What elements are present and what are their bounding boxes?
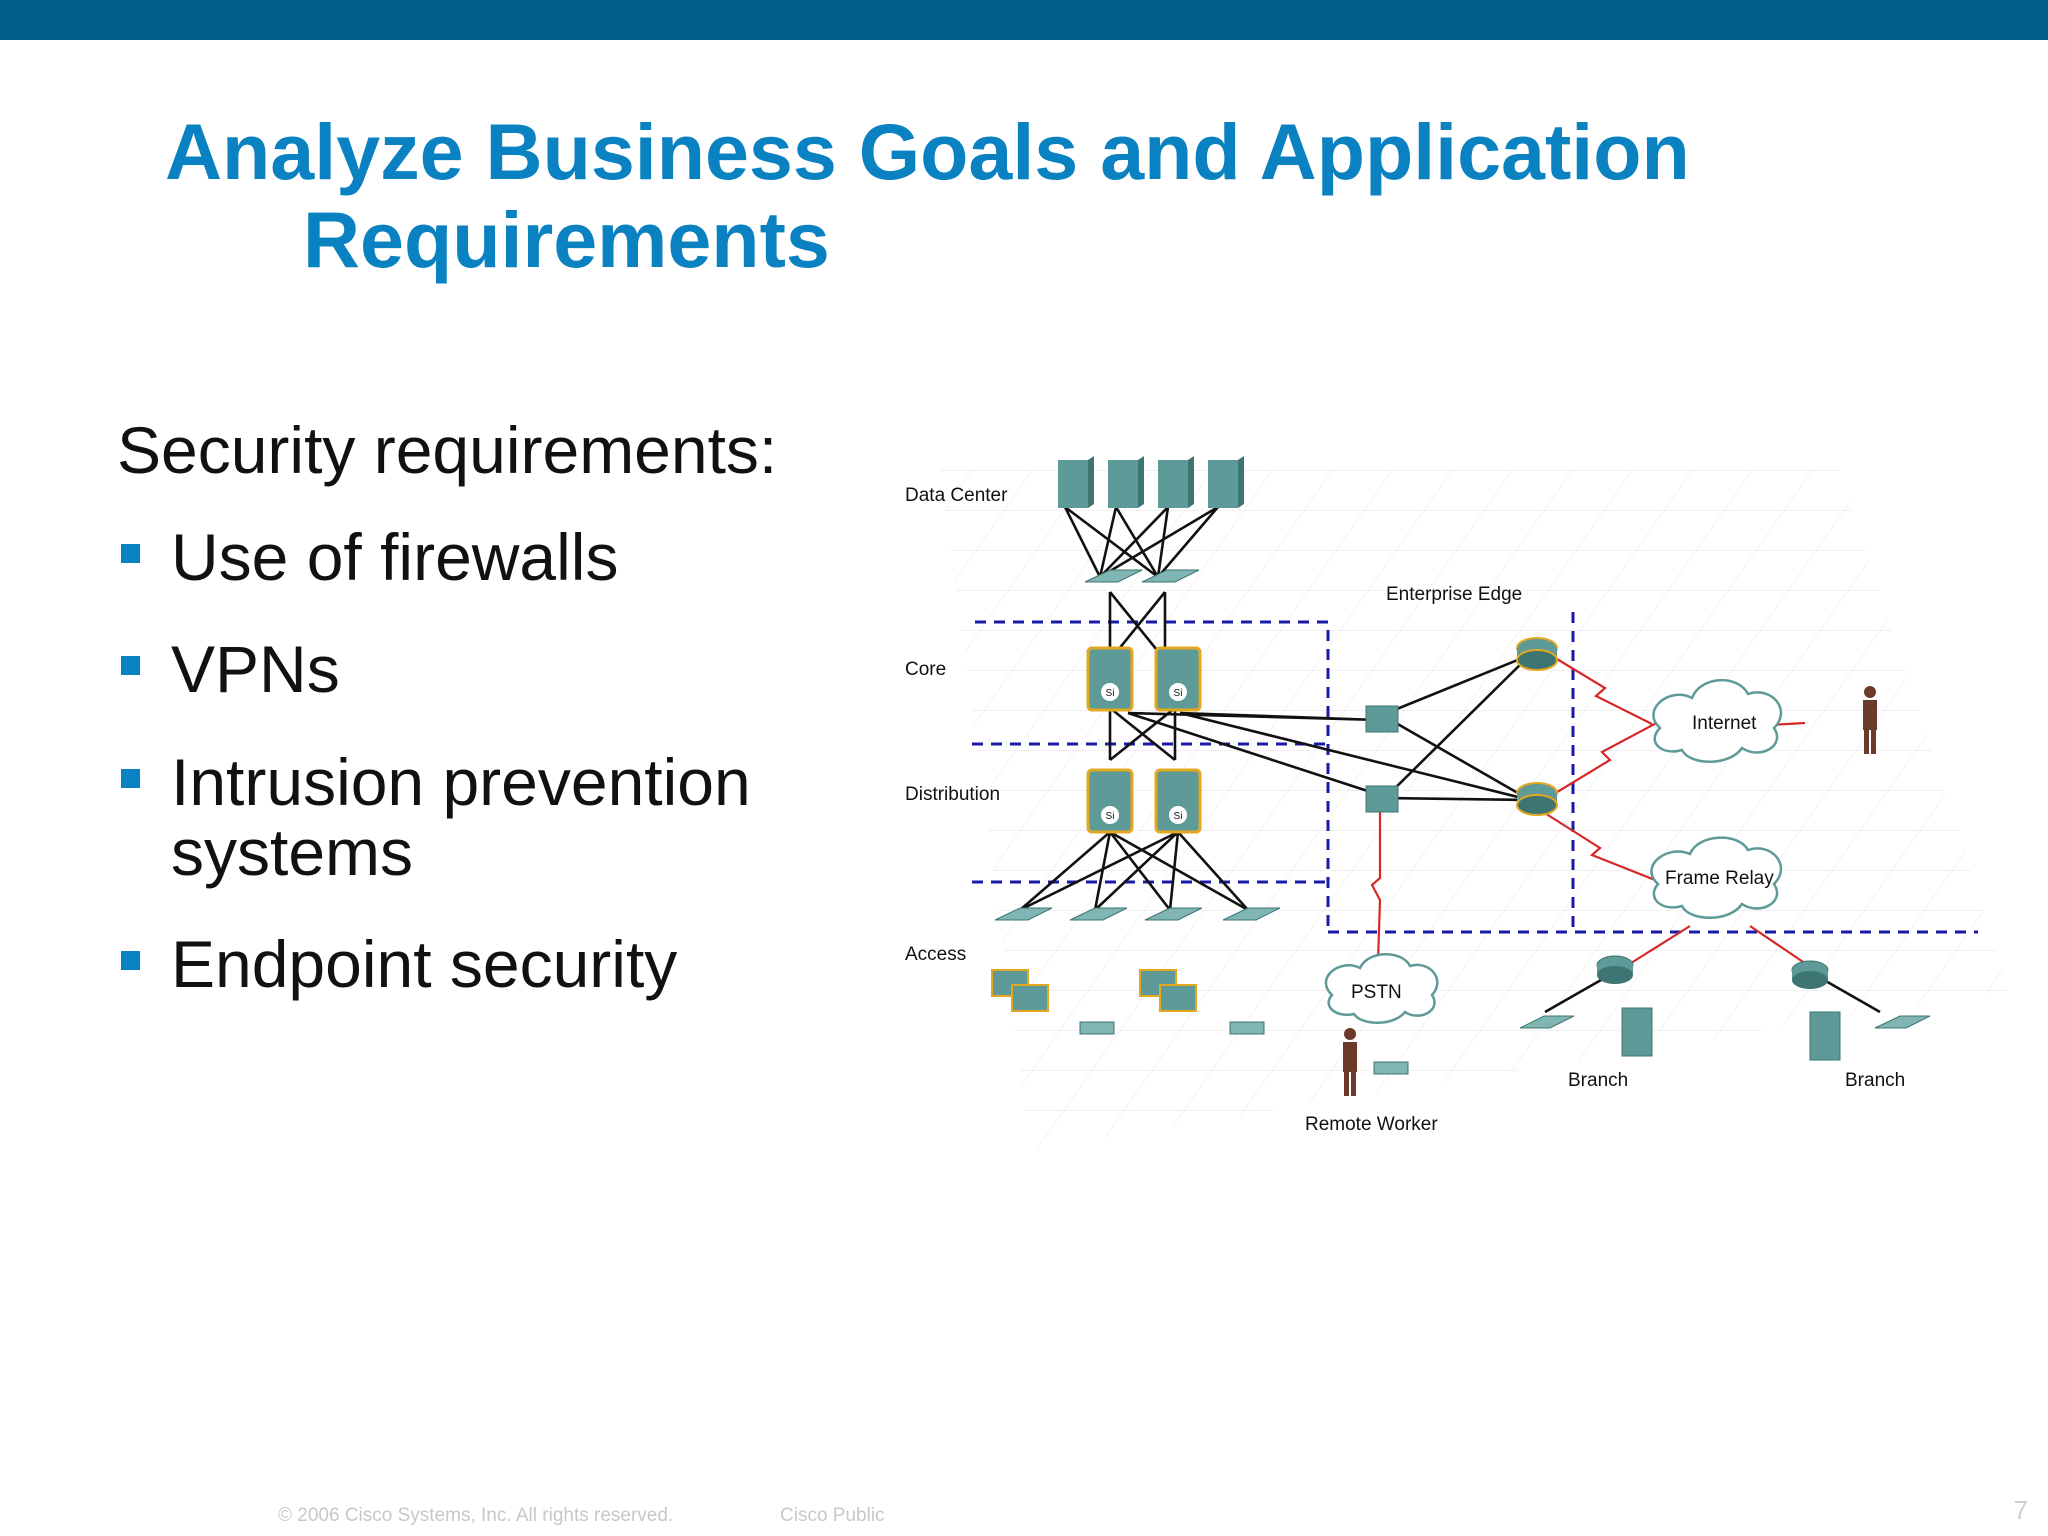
core-switches: Si Si	[1086, 646, 1202, 712]
server-icon	[1108, 456, 1144, 508]
workstations	[991, 969, 1265, 1035]
bullet-item: Endpoint security	[118, 929, 751, 999]
label-core: Core	[905, 659, 946, 680]
slide-title: Analyze Business Goals and Application R…	[165, 108, 1690, 284]
remote-worker-icon	[1343, 1028, 1357, 1096]
top-banner	[0, 0, 2048, 40]
copyright-footer: © 2006 Cisco Systems, Inc. All rights re…	[278, 1505, 674, 1526]
label-branch-1: Branch	[1568, 1070, 1628, 1091]
ip-phone-icon	[1229, 1021, 1265, 1035]
multilayer-switch-icon: Si	[1154, 646, 1202, 712]
switch-icon	[1222, 907, 1281, 921]
distribution-switches: Si Si	[1086, 768, 1202, 834]
bullet-item: Use of firewalls	[118, 522, 751, 592]
server-icon	[1208, 456, 1244, 508]
switch-icon	[1519, 1015, 1575, 1029]
pc-icon	[1011, 984, 1049, 1012]
bullet-text: Use of firewalls	[171, 520, 619, 594]
label-internet: Internet	[1692, 713, 1757, 734]
title-line-1: Analyze Business Goals and Application	[165, 107, 1690, 196]
section-heading: Security requirements:	[117, 413, 778, 487]
branch-sites	[1519, 955, 1931, 1061]
network-architecture-diagram: Si Si Si Si	[905, 456, 2010, 1150]
switch-icon	[1874, 1015, 1931, 1029]
router-icon	[1516, 637, 1558, 671]
bullet-square-icon	[121, 656, 140, 675]
dc-switches	[1084, 569, 1200, 583]
pc-icon	[1159, 984, 1197, 1012]
bullet-square-icon	[121, 544, 140, 563]
mobile-user-icon	[1863, 686, 1877, 754]
label-branch-2: Branch	[1845, 1070, 1905, 1091]
bullet-square-icon	[121, 769, 140, 788]
access-switches	[994, 907, 1281, 921]
label-enterprise-edge: Enterprise Edge	[1386, 584, 1522, 605]
internet-cloud	[1652, 679, 1783, 763]
lan-links	[1019, 505, 1881, 1014]
router-icon	[1596, 955, 1634, 984]
bullet-list: Use of firewalls VPNs Intrusion preventi…	[118, 522, 751, 999]
building-icon	[1621, 1007, 1653, 1057]
switch-icon	[1069, 907, 1128, 921]
floor-grid	[940, 470, 2010, 1150]
switch-icon	[1144, 907, 1203, 921]
vpn-concentrator-icon	[1365, 705, 1399, 733]
server-icon	[1058, 456, 1094, 508]
bullet-text: Intrusion prevention	[171, 745, 751, 819]
bullet-item: VPNs	[118, 634, 751, 704]
ip-phone-icon	[1373, 1061, 1409, 1075]
switch-icon	[1141, 569, 1200, 583]
page-number: 7	[2013, 1495, 2028, 1525]
pstn-cloud	[1324, 953, 1439, 1024]
classification-footer: Cisco Public	[780, 1505, 885, 1526]
label-pstn: PSTN	[1351, 982, 1402, 1003]
svg-text:Si: Si	[1106, 688, 1115, 699]
router-icon	[1516, 782, 1558, 816]
svg-text:Si: Si	[1106, 811, 1115, 822]
bullet-text-continued: systems	[171, 815, 414, 889]
bullet-item: Intrusion prevention systems	[118, 747, 751, 887]
multilayer-switch-icon: Si	[1086, 768, 1134, 834]
router-icon	[1791, 960, 1829, 989]
ip-phone-icon	[1079, 1021, 1115, 1035]
switch-icon	[1084, 569, 1143, 583]
bullet-square-icon	[121, 951, 140, 970]
firewall-icon	[1365, 785, 1399, 813]
svg-text:Si: Si	[1174, 811, 1183, 822]
multilayer-switch-icon: Si	[1086, 646, 1134, 712]
data-center-servers	[1058, 456, 1244, 508]
label-distribution: Distribution	[905, 784, 1000, 805]
multilayer-switch-icon: Si	[1154, 768, 1202, 834]
bullet-text: VPNs	[171, 632, 340, 706]
switch-icon	[994, 907, 1053, 921]
frame-relay-cloud	[1650, 836, 1783, 919]
svg-text:Si: Si	[1174, 688, 1183, 699]
bullet-text: Endpoint security	[171, 927, 678, 1001]
label-data-center: Data Center	[905, 485, 1008, 506]
label-access: Access	[905, 944, 966, 965]
label-frame-relay: Frame Relay	[1665, 868, 1774, 889]
building-icon	[1809, 1011, 1841, 1061]
server-icon	[1158, 456, 1194, 508]
edge-devices	[1365, 637, 1558, 816]
title-line-2: Requirements	[303, 195, 830, 284]
label-remote-worker: Remote Worker	[1305, 1114, 1438, 1135]
